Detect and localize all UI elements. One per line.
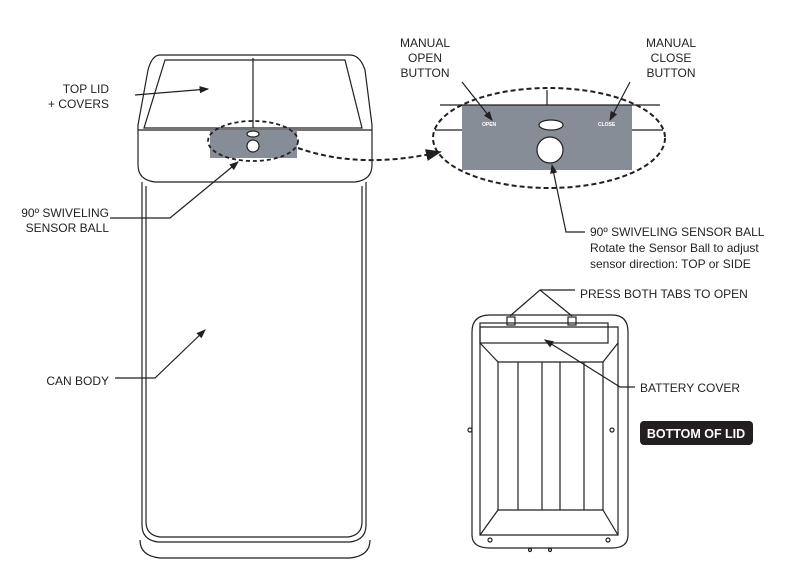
bottom-of-lid-label: BOTTOM OF LID xyxy=(647,427,745,441)
panel-close-text: CLOSE xyxy=(598,122,616,128)
sensor-panel-closeup xyxy=(432,87,666,189)
bottom-of-lid-badge xyxy=(640,421,753,445)
top-lid-drawing xyxy=(137,54,373,183)
press-tabs-label: PRESS BOTH TABS TO OPEN xyxy=(580,287,748,301)
battery-cover-label: BATTERY COVER xyxy=(640,381,740,395)
can-body-drawing xyxy=(139,182,371,559)
top-lid-label: TOP LID+ COVERS xyxy=(48,82,109,111)
panel-open-text: OPEN xyxy=(482,122,497,128)
bottom-of-lid-drawing xyxy=(467,314,629,553)
can-body-label: CAN BODY xyxy=(46,374,109,388)
